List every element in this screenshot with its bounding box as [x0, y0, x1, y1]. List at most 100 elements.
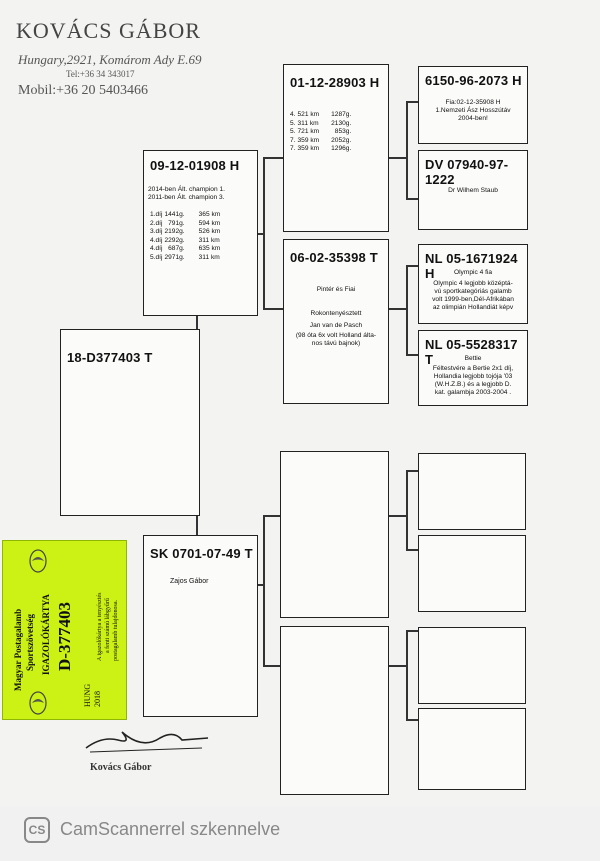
dam-box: SK 0701-07-49 T Zajos Gábor: [143, 535, 258, 717]
sdd-note: (W.H.Z.B.) és a legjobb D.: [434, 381, 512, 388]
sds-note: vú sportkategóriás galamb: [434, 288, 512, 295]
camscanner-text: CamScannerrel szkennelve: [60, 819, 281, 839]
connector: [406, 265, 408, 355]
connector: [258, 584, 264, 586]
sire-box: 09-12-01908 H 2014-ben Ált. champion 1. …: [143, 150, 258, 316]
dss-box: [418, 453, 526, 530]
sdd-note: Féltestvére a Bertie 2x1 díj,: [432, 365, 514, 372]
scanner-watermark: CS CamScannerrel szkennelve: [0, 806, 600, 861]
sss-note: 2004-ben!: [458, 115, 488, 122]
sdd-note: Bettie: [464, 355, 482, 362]
connector: [406, 470, 408, 550]
dam-breeder: Zajos Gábor: [170, 578, 209, 585]
signature-scribble-icon: [85, 731, 209, 753]
connector: [406, 630, 408, 720]
dam-ring-number: SK 0701-07-49 T: [150, 546, 253, 561]
sire-dam-breeder: Pintér és Fiai: [316, 286, 356, 293]
connector: [263, 308, 283, 310]
sire-dam-note: Rokontenyésztett: [310, 310, 362, 317]
sire-dam-note: (98 óta 6x volt Holland álta-: [295, 332, 377, 339]
sss-note: 1.Nemzeti Ász Hosszútáv: [435, 107, 511, 114]
ssd-box: DV 07940-97-1222 Dr Wilhem Staub: [418, 150, 528, 230]
sds-box: NL 05-1671924 H Olympic 4 fia Olympic 4 …: [418, 244, 528, 324]
connector: [406, 719, 418, 721]
card-note: A igazolókártya a tenyésztés: [97, 592, 103, 661]
sire-title: 2011-ben Ált. champion 3.: [148, 194, 225, 201]
sdd-note: kat. galambja 2003-2004 .: [434, 389, 512, 396]
sire-dam-note: nos távú bajnok): [311, 340, 361, 347]
breeder-phone: Tel:+36 34 343017: [66, 69, 135, 79]
connector: [406, 101, 408, 199]
signature-name: Kovács Gábor: [90, 762, 152, 773]
bird-emblem-icon: [29, 549, 47, 573]
connector: [258, 233, 264, 235]
breeder-name: KOVÁCS GÁBOR: [16, 18, 201, 43]
connector: [263, 515, 280, 517]
sire-ring-number: 09-12-01908 H: [150, 158, 240, 173]
card-ring-number: D-377403: [55, 602, 74, 671]
sire-dam-note: Jan van de Pasch: [309, 322, 363, 329]
sire-sire-ring-number: 01-12-28903 H: [290, 75, 380, 90]
subject-ring-number: 18-D377403 T: [67, 350, 153, 365]
connector: [389, 665, 407, 667]
card-note: postagalamb tulajdonosa.: [113, 600, 119, 661]
connector: [263, 157, 283, 159]
connector: [406, 198, 418, 200]
connector: [406, 265, 418, 267]
card-org-name: Sportszövetség: [25, 614, 35, 671]
connector: [406, 101, 418, 103]
breeder-mobile: Mobil:+36 20 5403466: [18, 83, 149, 98]
card-year: 2018: [93, 691, 102, 707]
connector: [389, 308, 407, 310]
dam-sire-box: [280, 451, 389, 618]
sire-dam-box: 06-02-35398 T Pintér és Fiai Rokontenyés…: [283, 239, 389, 404]
connector: [406, 470, 418, 472]
sds-note: Olympic 4 fia: [453, 269, 493, 276]
dam-dam-box: [280, 626, 389, 795]
card-title: IGAZOLÓKÁRTYA: [41, 594, 51, 675]
sss-ring-number: 6150-96-2073 H: [425, 73, 522, 88]
ssd-ring-number: DV 07940-97-1222: [425, 157, 509, 187]
card-org-name: Magyar Postagalamb: [13, 608, 23, 691]
sss-box: 6150-96-2073 H Fia:02-12-35908 H 1.Nemze…: [418, 66, 528, 144]
connector: [406, 549, 418, 551]
dds-box: [418, 627, 526, 704]
sss-note: Fia:02-12-35908 H: [445, 99, 501, 106]
connector: [406, 354, 418, 356]
sds-note: Olympic 4 legjobb középtá-: [433, 280, 513, 287]
sdd-note: Hollandia legjobb tojója '03: [433, 373, 513, 380]
subject-box: 18-D377403 T: [60, 329, 200, 516]
sdd-ring-number: NL 05-5528317 T: [425, 337, 518, 367]
sdd-box: NL 05-5528317 T Bettie Féltestvére a Ber…: [418, 330, 528, 406]
connector: [263, 665, 280, 667]
sire-title: 2014-ben Ált. champion 1.: [148, 186, 225, 193]
breeder-address: Hungary,2921, Komárom Ady E.69: [18, 52, 202, 67]
dsd-box: [418, 535, 526, 612]
bird-emblem-icon: [29, 691, 47, 715]
sds-note: az olimpián Hollandiát képv: [432, 304, 514, 311]
connector: [389, 157, 407, 159]
camscanner-logo-icon: CS: [24, 817, 50, 843]
sds-ring-number: NL 05-1671924 H: [425, 251, 518, 281]
ddd-box: [418, 708, 526, 790]
ssd-note: Dr Wilhem Staub: [448, 187, 498, 194]
id-card: Magyar Postagalamb Sportszövetség IGAZOL…: [2, 540, 127, 720]
connector: [389, 515, 407, 517]
sire-dam-ring-number: 06-02-35398 T: [290, 250, 378, 265]
card-note: a fenti számú lábgyűrű: [105, 598, 111, 653]
card-country: HUNG: [83, 683, 92, 707]
sds-note: volt 1999-ben,Dél-Afrikában: [432, 296, 514, 303]
